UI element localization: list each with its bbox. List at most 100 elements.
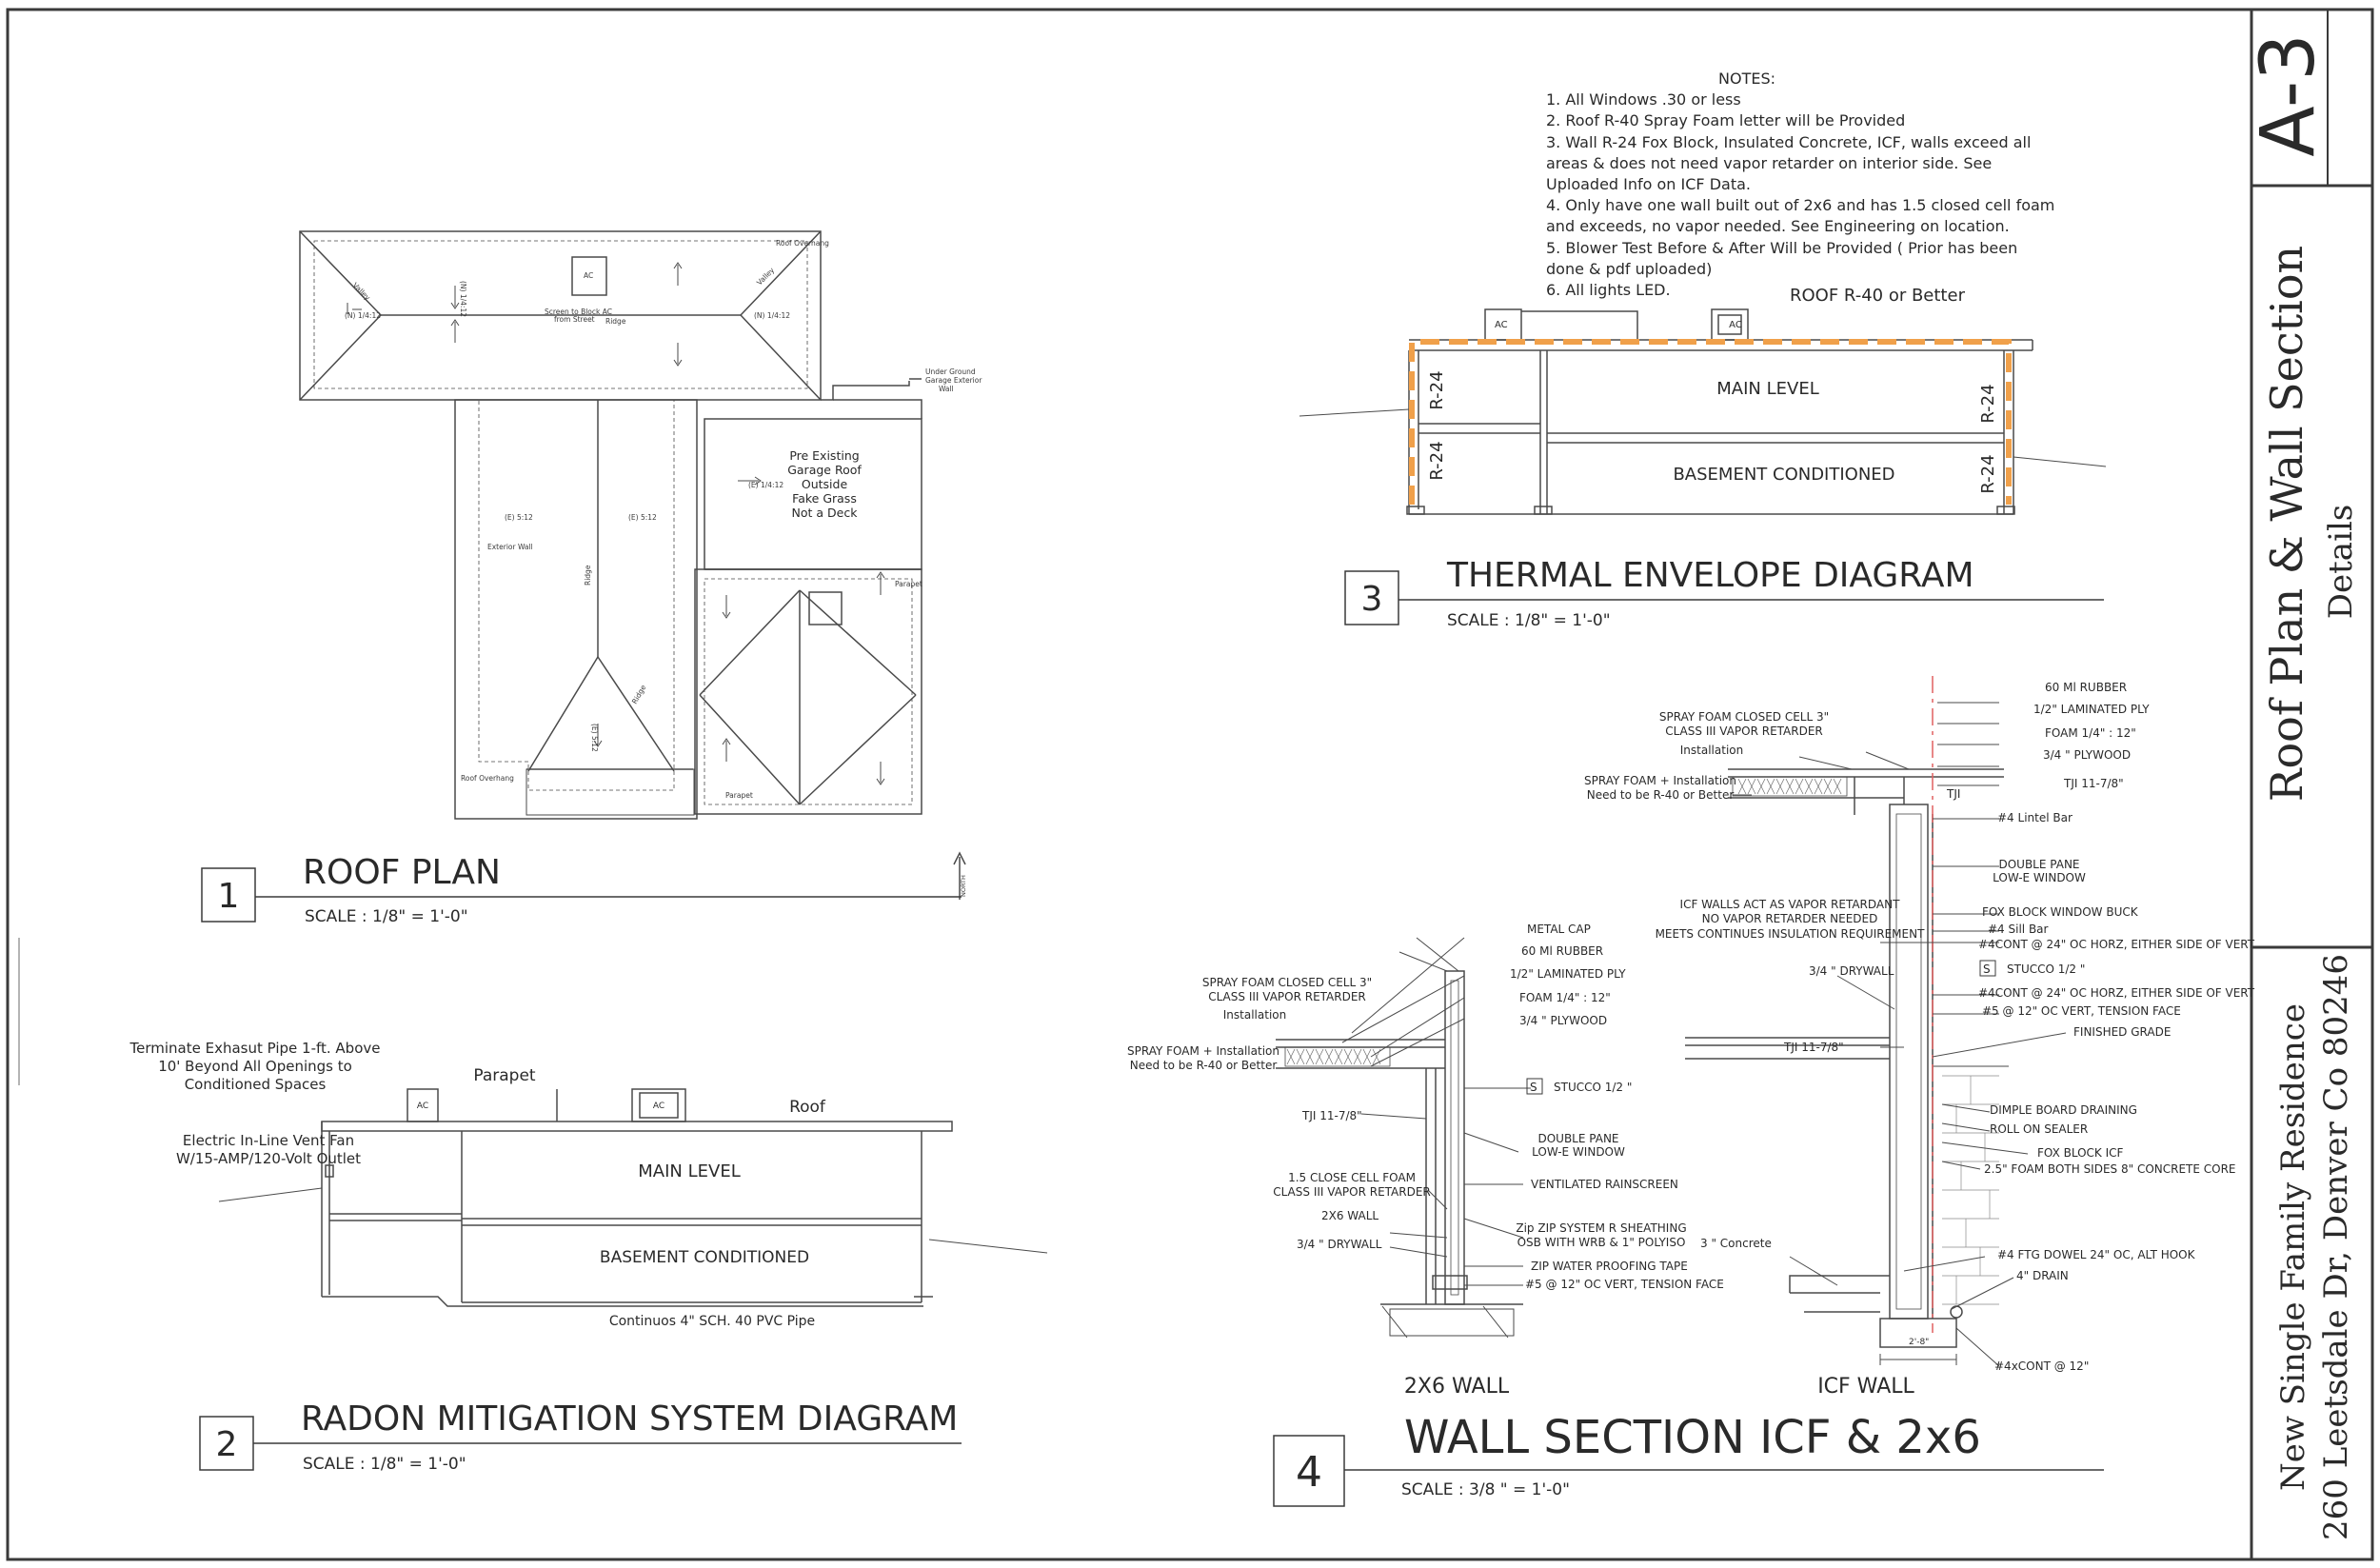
roof-plan-label: Parapet	[725, 791, 753, 800]
callout: ROLL ON SEALER	[1990, 1122, 2088, 1136]
detail-scale: SCALE : 1/8" = 1'-0"	[305, 907, 468, 926]
project-name: New Single Family Residence	[2274, 1003, 2312, 1491]
r-value-label: R-24	[1427, 370, 1447, 409]
roof-plan-label: Exterior Wall	[487, 543, 533, 551]
thermal-label: AC	[1729, 320, 1742, 330]
roof-plan-label: Roof Overhang	[461, 774, 514, 783]
sheet-subtitle: Details	[2322, 505, 2360, 620]
callout: Installation	[1680, 744, 1743, 757]
wall-section-2x6-drawing	[1276, 970, 1523, 1339]
callout: 1.5 CLOSE CELL FOAM	[1288, 1171, 1416, 1184]
roof-plan-label: Ridge	[630, 684, 648, 705]
callout: TJI	[1946, 787, 1960, 801]
callout: LOW-E WINDOW	[1532, 1145, 1625, 1159]
detail-scale: SCALE : 3/8 " = 1'-0"	[1401, 1480, 1570, 1499]
callout: S	[1983, 963, 1991, 976]
radon-label: Roof	[789, 1098, 826, 1117]
callout: Zip ZIP SYSTEM R SHEATHING	[1516, 1221, 1686, 1235]
callout: 2X6 WALL	[1321, 1209, 1378, 1222]
sheet-title: Roof Plan & Wall Section	[2261, 246, 2312, 802]
radon-note: Electric In-Line Vent Fan	[183, 1132, 354, 1149]
callout: TJI 11-7/8"	[1301, 1109, 1362, 1122]
project-address: 260 Leetsdale Dr, Denver Co 80246	[2317, 954, 2355, 1540]
callout: LOW-E WINDOW	[1993, 871, 2086, 884]
radon-drawing	[218, 1088, 1048, 1307]
callout: 60 Ml RUBBER	[2045, 681, 2127, 694]
thermal-envelope-outline	[1409, 339, 2012, 505]
callout: STUCCO 1/2 "	[2007, 963, 2085, 976]
radon-note: 10' Beyond All Openings to	[158, 1058, 352, 1075]
callout: SPRAY FOAM + Installation	[1127, 1044, 1279, 1058]
detail-number-box	[1273, 1435, 1345, 1507]
roof-plan-drawing	[299, 230, 966, 900]
roof-plan-label: Under Ground	[925, 367, 976, 376]
roof-plan-label: (N) 1/4:12	[345, 311, 381, 320]
detail-title: ROOF PLAN	[303, 853, 501, 892]
detail-scale: SCALE : 1/8" = 1'-0"	[1447, 611, 1611, 630]
callout: DOUBLE PANE	[1998, 858, 2079, 871]
callout: #4 Sill Bar	[1988, 923, 2049, 936]
thermal-label: AC	[1495, 320, 1508, 330]
callout: CLASS III VAPOR RETARDER	[1273, 1185, 1431, 1199]
callout: TJI 11-7/8"	[2063, 777, 2124, 790]
note-line: 4. Only have one wall built out of 2x6 a…	[1546, 196, 2054, 214]
note-line: 6. All lights LED.	[1546, 281, 1671, 299]
detail-4-titleblock: 4 WALL SECTION ICF & 2x6 SCALE : 3/8 " =…	[1273, 1411, 2104, 1507]
callout: STUCCO 1/2 "	[1554, 1081, 1632, 1094]
detail-1-titleblock: 1 ROOF PLAN SCALE : 1/8" = 1'-0"	[201, 853, 962, 926]
roof-plan-labels: Roof Overhang AC Screen to Block AC from…	[345, 239, 982, 897]
note-line: 2. Roof R-40 Spray Foam letter will be P…	[1546, 111, 1905, 129]
roof-plan-label: (N) 1/4:12	[754, 311, 790, 320]
callout: #4CONT @ 24" OC HORZ, EITHER SIDE OF VER…	[1978, 986, 2255, 1000]
callout: 3 " Concrete	[1700, 1237, 1772, 1250]
r-value-label: R-24	[1978, 384, 1998, 423]
garage-roof-note: Pre Existing Garage Roof Outside Fake Gr…	[787, 448, 862, 520]
roof-plan-label: (E) 5:12	[590, 724, 599, 752]
sheet-number: A-3	[2246, 33, 2331, 156]
callout: ICF WALLS ACT AS VAPOR RETARDANT	[1680, 898, 1901, 911]
wall-caption-2x6: 2X6 WALL	[1404, 1375, 1510, 1399]
title-block: A-3 Roof Plan & Wall Section Details New…	[2246, 33, 2360, 1540]
wall-section-labels-right: SPRAY FOAM CLOSED CELL 3" CLASS III VAPO…	[1584, 681, 2255, 1373]
callout: OSB WITH WRB & 1" POLYISO	[1517, 1236, 1686, 1249]
callout: FOAM 1/4" : 12"	[2045, 726, 2136, 740]
callout: #4CONT @ 24" OC HORZ, EITHER SIDE OF VER…	[1978, 938, 2255, 951]
callout: #5 @ 12" OC VERT, TENSION FACE	[1982, 1004, 2181, 1018]
radon-label: MAIN LEVEL	[638, 1161, 740, 1181]
callout: #5 @ 12" OC VERT, TENSION FACE	[1525, 1278, 1724, 1291]
r-value-label: R-24	[1427, 441, 1447, 480]
roof-plan-label: Valley	[351, 281, 373, 303]
note-line: 3. Wall R-24 Fox Block, Insulated Concre…	[1546, 133, 2031, 151]
insulation-hatch	[1286, 778, 1842, 1065]
roof-plan-label: Ridge	[584, 565, 592, 586]
detail-title: RADON MITIGATION SYSTEM DIAGRAM	[301, 1399, 958, 1439]
note-line: 5. Blower Test Before & After Will be Pr…	[1546, 239, 2017, 257]
r-value-label: R-24	[1978, 454, 1998, 493]
detail-3-titleblock: 3 THERMAL ENVELOPE DIAGRAM SCALE : 1/8" …	[1344, 556, 2104, 630]
detail-title: THERMAL ENVELOPE DIAGRAM	[1446, 556, 1974, 595]
roof-plan-label: Parapet	[895, 580, 922, 588]
callout: TJI 11-7/8"	[1783, 1041, 1844, 1054]
radon-label: Continuos 4" SCH. 40 PVC Pipe	[609, 1314, 815, 1329]
callout: SPRAY FOAM + Installation	[1584, 774, 1736, 787]
callout: CLASS III VAPOR RETARDER	[1208, 990, 1366, 1003]
callout: 2'-8"	[1909, 1338, 1929, 1347]
thermal-labels: ROOF R-40 or Better AC AC MAIN LEVEL BAS…	[1427, 286, 1998, 494]
detail-number: 3	[1361, 580, 1383, 619]
callout: 60 Ml RUBBER	[1521, 944, 1603, 958]
note-line: Uploaded Info on ICF Data.	[1546, 175, 1751, 193]
callout: #4 Lintel Bar	[1997, 811, 2073, 824]
callout: SPRAY FOAM CLOSED CELL 3"	[1659, 710, 1829, 724]
radon-label: BASEMENT CONDITIONED	[600, 1248, 809, 1267]
notes-heading: NOTES:	[1718, 69, 1775, 88]
leader-lines	[1341, 702, 2067, 1367]
callout: CLASS III VAPOR RETARDER	[1665, 724, 1823, 738]
wall-caption-icf: ICF WALL	[1817, 1375, 1914, 1399]
radon-label: Parapet	[473, 1066, 536, 1085]
garage-note-line: Garage Roof	[787, 463, 862, 477]
garage-note-line: Not a Deck	[792, 506, 859, 520]
callout: ZIP WATER PROOFING TAPE	[1531, 1260, 1688, 1273]
callout: 3/4 " PLYWOOD	[2043, 748, 2131, 762]
callout: VENTILATED RAINSCREEN	[1531, 1178, 1678, 1191]
callout: Need to be R-40 or Better	[1130, 1059, 1278, 1072]
